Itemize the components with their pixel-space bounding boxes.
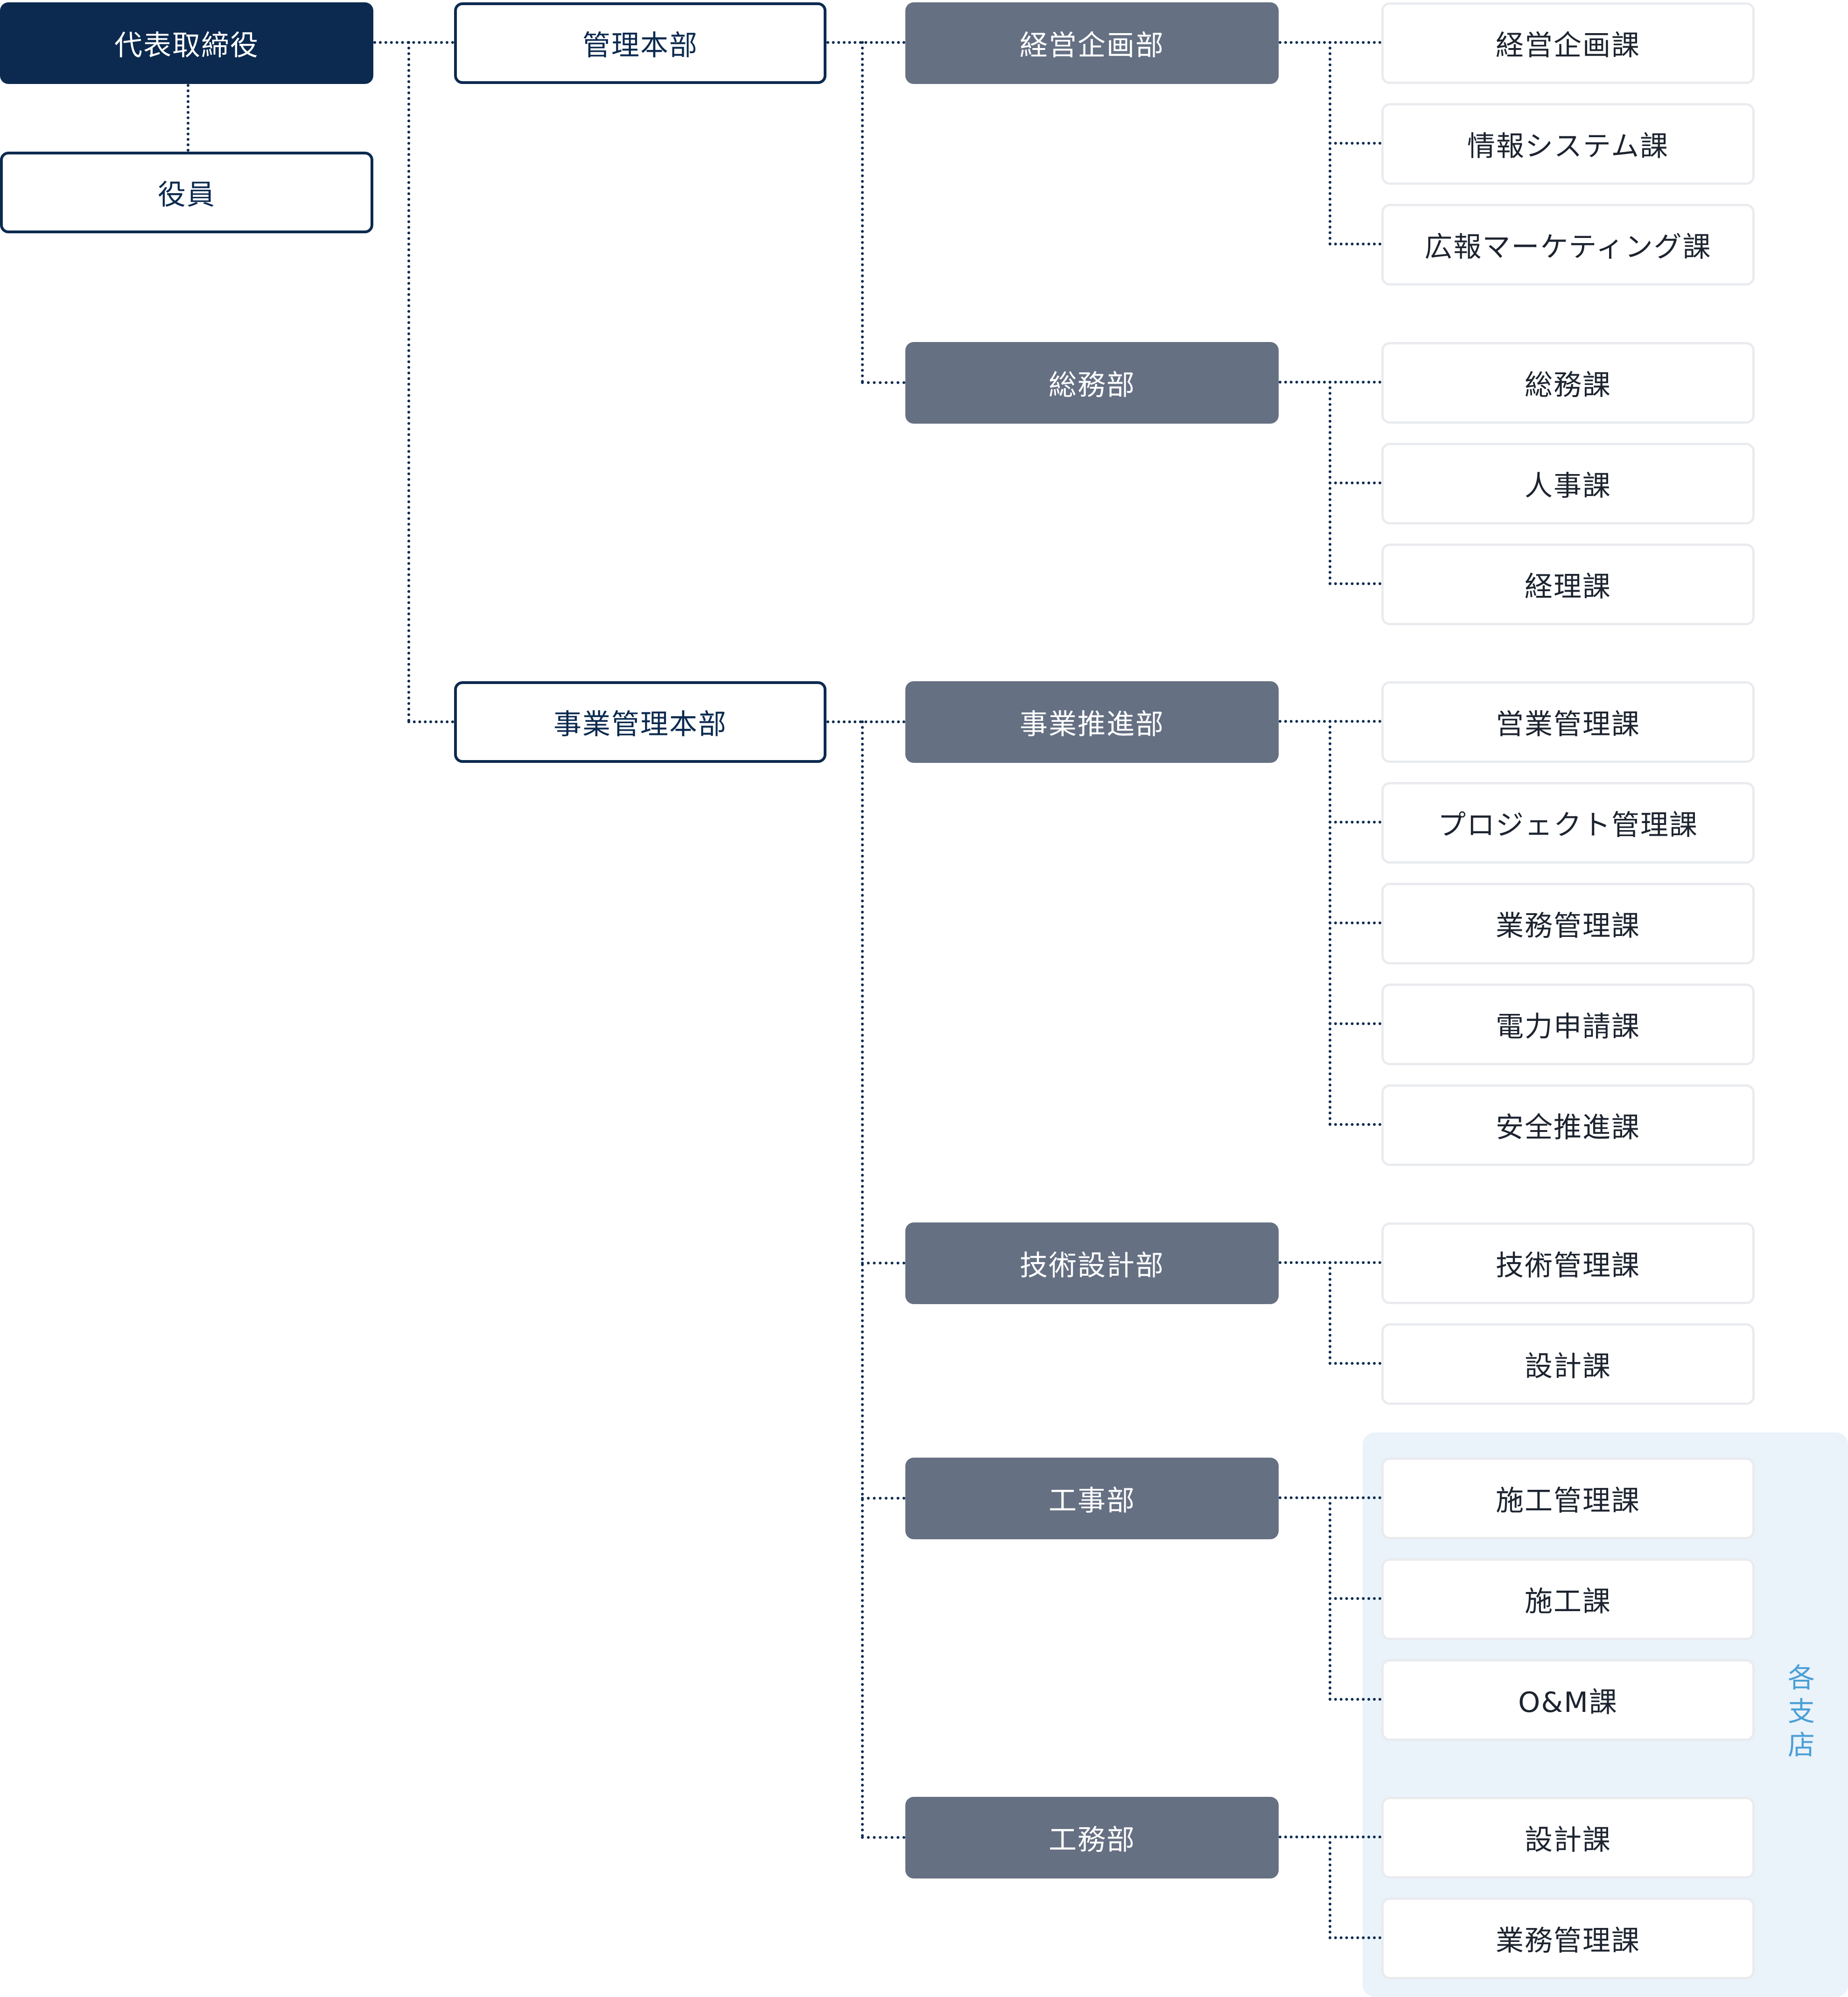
connector-line — [1329, 1123, 1381, 1126]
connector-line — [1329, 1261, 1331, 1365]
connector-line — [187, 84, 189, 152]
connector-line — [1329, 1597, 1381, 1600]
department-box: 総務部 — [905, 342, 1279, 424]
section-box: 経理課 — [1381, 544, 1755, 625]
section-box: 業務管理課 — [1381, 1898, 1755, 1979]
section-box: 施工課 — [1381, 1558, 1755, 1640]
connector-line — [1329, 922, 1381, 924]
connector-line — [861, 720, 864, 1838]
connector-line — [861, 41, 864, 383]
section-box: 技術管理課 — [1381, 1222, 1755, 1304]
division-box: 管理本部 — [454, 2, 826, 84]
section-box: 情報システム課 — [1381, 103, 1755, 185]
department-box: 経営企画部 — [905, 2, 1279, 84]
connector-line — [1329, 243, 1381, 245]
connector-line — [1329, 1362, 1381, 1365]
branch-label-char: 店 — [1787, 1729, 1815, 1761]
section-box: 業務管理課 — [1381, 883, 1755, 964]
connector-line — [1329, 582, 1381, 585]
section-box: プロジェクト管理課 — [1381, 782, 1755, 864]
connector-line — [1329, 1698, 1381, 1701]
connector-line — [1329, 1836, 1331, 1939]
branch-offices-label: 各 支 店 — [1783, 1661, 1820, 1762]
connector-line — [407, 720, 454, 723]
division-box: 事業管理本部 — [454, 681, 826, 763]
branch-label-char: 各 — [1787, 1662, 1815, 1694]
section-box: 設計課 — [1381, 1797, 1755, 1878]
section-box: 施工管理課 — [1381, 1458, 1755, 1539]
connector-line — [1329, 821, 1381, 824]
department-box: 事業推進部 — [905, 681, 1279, 763]
department-box: 工務部 — [905, 1797, 1279, 1878]
connector-line — [861, 1836, 905, 1839]
connector-line — [1329, 1936, 1381, 1939]
section-box: 安全推進課 — [1381, 1084, 1755, 1166]
connector-line — [1329, 1022, 1381, 1025]
connector-line — [826, 41, 905, 44]
connector-line — [861, 381, 905, 384]
section-box: 総務課 — [1381, 342, 1755, 424]
section-box: O&M課 — [1381, 1659, 1755, 1741]
ceo-box: 代表取締役 — [0, 2, 373, 84]
department-box: 技術設計部 — [905, 1222, 1279, 1304]
section-box: 営業管理課 — [1381, 681, 1755, 763]
connector-line — [1329, 142, 1381, 145]
department-box: 工事部 — [905, 1458, 1279, 1539]
connector-line — [861, 1262, 905, 1264]
connector-line — [826, 720, 905, 723]
section-box: 経営企画課 — [1381, 2, 1755, 84]
section-box: 電力申請課 — [1381, 984, 1755, 1065]
connector-line — [373, 41, 454, 44]
connector-line — [1329, 482, 1381, 484]
section-box: 人事課 — [1381, 443, 1755, 524]
section-box: 広報マーケティング課 — [1381, 204, 1755, 286]
officers-box: 役員 — [0, 152, 373, 233]
branch-label-char: 支 — [1787, 1696, 1815, 1727]
connector-line — [407, 41, 410, 722]
connector-line — [861, 1497, 905, 1500]
section-box: 設計課 — [1381, 1323, 1755, 1405]
